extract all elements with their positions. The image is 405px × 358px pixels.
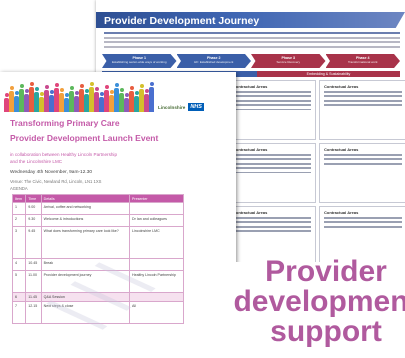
event-venue: Venue: The Civic, Newland Rd, Lincoln, L… (10, 179, 102, 184)
person-figure (109, 90, 114, 112)
person-figure (69, 86, 74, 112)
event-leaflet: Lincolnshire NHS Transforming Primary Ca… (0, 72, 236, 358)
caption-line: development (233, 285, 405, 318)
partner-logo: Lincolnshire (158, 104, 186, 110)
person-figure (84, 89, 89, 112)
person-figure (119, 88, 124, 112)
person-figure (74, 91, 79, 112)
collaboration-line: and the Lincolnshire LMC (10, 159, 63, 164)
collaboration-line: in collaboration between Healthy Lincoln… (10, 152, 117, 157)
person-figure (94, 87, 99, 112)
person-figure (134, 91, 139, 112)
person-figure (144, 89, 149, 112)
person-figure (104, 85, 109, 112)
contract-cell: Contractual Areas (228, 80, 316, 140)
leaflet-subtitle: Provider Development Launch Event (10, 133, 159, 143)
person-figure (24, 89, 29, 112)
caption-line: support (270, 315, 382, 348)
people-illustration (4, 74, 154, 112)
contract-cell: Contractual Areas (228, 143, 316, 203)
person-figure (9, 86, 14, 112)
person-figure (4, 93, 9, 112)
person-figure (54, 83, 59, 112)
person-figure (49, 90, 54, 112)
person-figure (44, 85, 49, 112)
agenda-label: AGENDA (10, 186, 28, 191)
event-date: Wednesday 4th November, 9am-12.30 (10, 170, 93, 175)
contract-cell: Contractual Areas (319, 80, 405, 140)
person-figure (29, 82, 34, 112)
person-figure (99, 92, 104, 112)
person-figure (89, 82, 94, 112)
person-figure (39, 92, 44, 112)
person-figure (19, 84, 24, 112)
person-figure (34, 87, 39, 112)
contract-cell: Contractual Areas (319, 143, 405, 203)
contract-cell: Contractual Areas (319, 206, 405, 266)
person-figure (79, 84, 84, 112)
person-figure (59, 88, 64, 112)
journey-intro-text (104, 32, 400, 50)
contract-cell: Contractual Areas (228, 206, 316, 266)
person-figure (64, 93, 69, 112)
journey-title-banner (96, 12, 405, 28)
journey-contract-grid: Contractual Areas Contractual Areas Cont… (228, 80, 405, 266)
stage-band-2: Embedding & Sustainability (256, 71, 400, 77)
person-figure (14, 91, 19, 112)
person-figure (114, 83, 119, 112)
provider-development-caption: Provider development support (226, 257, 405, 347)
caption-background (222, 262, 405, 358)
caption-line: Provider (265, 255, 387, 288)
person-figure (124, 93, 129, 112)
nhs-logo: NHS (188, 103, 204, 111)
agenda-header-row: Item Time Details Presenter (11, 194, 185, 203)
leaflet-title: Transforming Primary Care (10, 118, 120, 128)
person-figure (149, 82, 154, 112)
person-figure (129, 86, 134, 112)
person-figure (139, 84, 144, 112)
journey-title: Provider Development Journey (104, 15, 260, 27)
leaflet-logos: Lincolnshire NHS (158, 102, 214, 112)
